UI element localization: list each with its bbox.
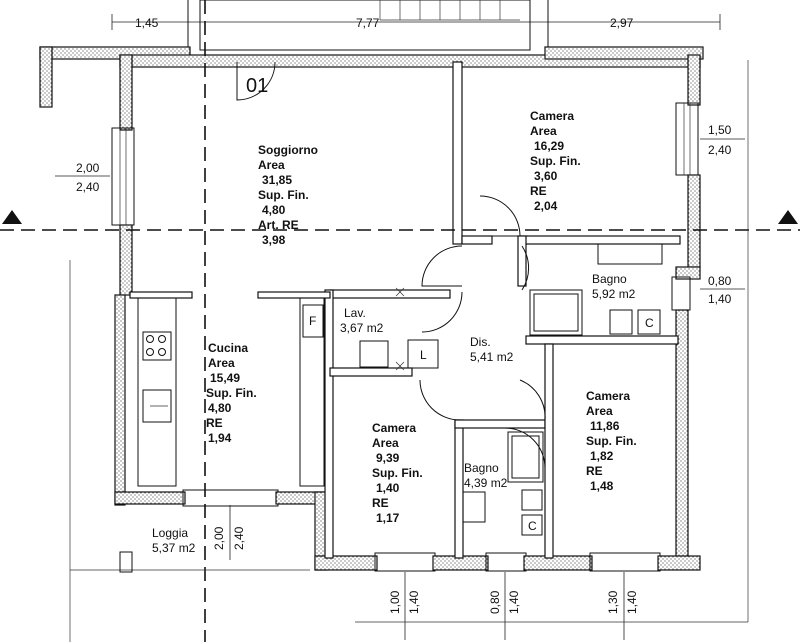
svg-text:Camera: Camera <box>530 109 574 123</box>
doors <box>236 61 546 469</box>
svg-text:Area: Area <box>530 124 557 138</box>
loggia-outline <box>69 260 310 642</box>
svg-text:Sup. Fin.: Sup. Fin. <box>530 154 581 168</box>
svg-text:2,04: 2,04 <box>534 199 558 213</box>
svg-text:Sup. Fin.: Sup. Fin. <box>206 386 257 400</box>
svg-text:Area: Area <box>208 356 235 370</box>
svg-text:1,00: 1,00 <box>388 590 402 614</box>
svg-text:RE: RE <box>586 464 603 478</box>
svg-text:1,50: 1,50 <box>708 123 732 137</box>
svg-text:RE: RE <box>206 416 223 430</box>
svg-text:Bagno: Bagno <box>592 272 627 286</box>
outer-walls <box>39 46 704 572</box>
svg-text:Area: Area <box>586 404 613 418</box>
svg-text:Lav.: Lav. <box>344 306 366 320</box>
svg-text:Sup. Fin.: Sup. Fin. <box>372 466 423 480</box>
dim-top-1: 1,45 <box>135 16 159 30</box>
svg-text:1,40: 1,40 <box>507 590 521 614</box>
svg-text:2,40: 2,40 <box>232 526 246 550</box>
svg-text:4,80: 4,80 <box>208 401 232 415</box>
wc-mark: C <box>528 519 537 533</box>
svg-text:1,48: 1,48 <box>590 479 614 493</box>
staircase <box>187 0 549 51</box>
svg-text:5,92 m2: 5,92 m2 <box>592 287 636 301</box>
svg-text:5,37 m2: 5,37 m2 <box>152 541 196 555</box>
svg-text:RE: RE <box>530 184 547 198</box>
svg-text:1,40: 1,40 <box>407 590 421 614</box>
window-dim-right-mid: 0,80 1,40 <box>700 274 745 306</box>
svg-text:Art. RE: Art. RE <box>258 218 299 232</box>
fridge-unit: F <box>299 297 325 487</box>
unit-number: 01 <box>246 75 268 97</box>
svg-text:0,80: 0,80 <box>708 274 732 288</box>
svg-text:3,60: 3,60 <box>534 169 558 183</box>
svg-text:Area: Area <box>372 436 399 450</box>
kitchen-counter <box>137 297 177 487</box>
svg-text:1,82: 1,82 <box>590 449 614 463</box>
window-dim-bottom: 1,00 1,40 0,80 1,40 1,30 1,40 <box>388 572 639 640</box>
bathroom-2-fixtures: C <box>462 431 544 536</box>
svg-text:9,39: 9,39 <box>376 451 400 465</box>
room-cucina: Cucina Area 15,49 Sup. Fin. 4,80 RE 1,94 <box>206 341 257 445</box>
room-bagno-1: Bagno 5,92 m2 <box>592 272 636 301</box>
svg-text:1,40: 1,40 <box>708 292 732 306</box>
svg-text:1,40: 1,40 <box>376 481 400 495</box>
svg-text:Cucina: Cucina <box>208 341 248 355</box>
svg-text:Camera: Camera <box>586 389 630 403</box>
svg-text:1,40: 1,40 <box>625 590 639 614</box>
dim-top-2: 7,77 <box>356 16 380 30</box>
interior-walls <box>129 61 681 559</box>
svg-text:2,00: 2,00 <box>212 526 226 550</box>
svg-text:2,40: 2,40 <box>708 143 732 157</box>
svg-text:Area: Area <box>258 158 285 172</box>
svg-text:Loggia: Loggia <box>152 526 188 540</box>
top-dimension-line: 1,45 7,77 2,97 <box>111 14 721 30</box>
svg-text:Soggiorno: Soggiorno <box>258 143 318 157</box>
room-lav: Lav. 3,67 m2 <box>340 306 384 335</box>
room-camera-1: Camera Area 16,29 Sup. Fin. 3,60 RE 2,04 <box>530 109 581 213</box>
svg-text:Sup. Fin.: Sup. Fin. <box>586 434 637 448</box>
svg-text:Sup. Fin.: Sup. Fin. <box>258 188 309 202</box>
svg-text:2,00: 2,00 <box>76 161 100 175</box>
svg-text:2,40: 2,40 <box>76 180 100 194</box>
svg-text:5,41 m2: 5,41 m2 <box>470 350 514 364</box>
svg-text:3,67 m2: 3,67 m2 <box>340 321 384 335</box>
room-camera-3: Camera Area 11,86 Sup. Fin. 1,82 RE 1,48 <box>586 389 637 493</box>
svg-text:3,98: 3,98 <box>262 233 286 247</box>
laundry-fixtures: L <box>359 339 439 369</box>
room-dis: Dis. 5,41 m2 <box>470 335 514 364</box>
svg-text:4,80: 4,80 <box>262 203 286 217</box>
svg-text:4,39 m2: 4,39 m2 <box>464 476 508 490</box>
window-dim-loggia: 2,00 2,40 <box>212 505 246 560</box>
room-camera-2: Camera Area 9,39 Sup. Fin. 1,40 RE 1,17 <box>372 421 423 525</box>
bathroom-1-fixtures: C <box>529 243 663 336</box>
laundry-mark: L <box>420 348 427 362</box>
svg-text:RE: RE <box>372 496 389 510</box>
svg-text:15,49: 15,49 <box>210 371 240 385</box>
svg-text:Camera: Camera <box>372 421 416 435</box>
svg-text:Dis.: Dis. <box>470 335 491 349</box>
window-dim-right-top: 1,50 2,40 <box>700 123 745 157</box>
svg-text:31,85: 31,85 <box>262 173 292 187</box>
svg-text:Bagno: Bagno <box>464 461 499 475</box>
svg-text:C: C <box>645 316 654 330</box>
room-bagno-2: Bagno 4,39 m2 <box>464 461 508 490</box>
bottom-railing <box>355 60 749 623</box>
window-dim-left: 2,00 2,40 <box>55 161 110 194</box>
dim-top-3: 2,97 <box>610 16 634 30</box>
svg-text:0,80: 0,80 <box>488 590 502 614</box>
room-soggiorno: Soggiorno Area 31,85 Sup. Fin. 4,80 Art.… <box>258 143 318 247</box>
svg-text:1,30: 1,30 <box>606 590 620 614</box>
room-loggia: Loggia 5,37 m2 <box>152 526 196 555</box>
fridge-mark: F <box>309 314 316 328</box>
svg-text:1,94: 1,94 <box>208 431 232 445</box>
svg-text:11,86: 11,86 <box>590 419 620 433</box>
svg-text:16,29: 16,29 <box>534 139 564 153</box>
svg-text:1,17: 1,17 <box>376 511 400 525</box>
